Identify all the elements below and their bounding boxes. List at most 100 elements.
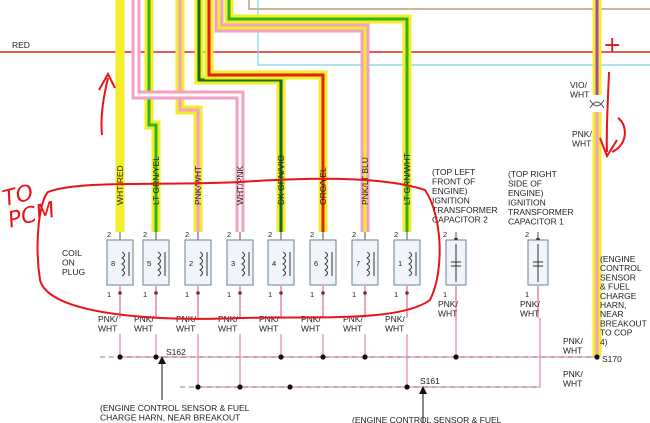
cap-pin-top: 2: [443, 230, 447, 239]
coil-pin-dot: [405, 291, 409, 295]
pnk-wht-s170-b: PNK/WHT: [563, 369, 583, 389]
coil-winding: [199, 251, 203, 277]
coil-bottom-label: PNK/WHT: [385, 314, 405, 334]
coil-wire-inner: [178, 0, 200, 232]
coil-pin-bottom: 1: [107, 290, 111, 299]
coil-bottom-label: PNK/WHT: [343, 314, 363, 334]
coil-wire-label: LT GRN/YEL: [151, 156, 161, 205]
coil-pin-dot: [321, 291, 325, 295]
s162-splice-dot: [362, 354, 368, 360]
coil-winding: [121, 251, 125, 277]
red-wire-label: RED: [12, 40, 30, 50]
coil-wire-3: [175, 0, 203, 232]
s162-splice-dot: [117, 354, 123, 360]
coil-pin-dot: [154, 291, 158, 295]
s161-splice-dot: [195, 384, 201, 390]
cap-bottom-label: PNK/WHT: [520, 299, 540, 319]
cap-pin-bottom: 1: [525, 290, 529, 299]
s161-arrow-head: [419, 386, 427, 394]
coil-pin-top: 2: [268, 230, 272, 239]
hand-loop-around-coils: [36, 177, 441, 320]
pnk-wht-s170-a: PNK/WHT: [563, 336, 583, 356]
coil-pin-top: 2: [352, 230, 356, 239]
coil-cylinder-number: 1: [398, 259, 402, 268]
coil-pin-dot: [363, 291, 367, 295]
s161-splice-dot: [237, 384, 243, 390]
bottom-harness-note-2: (ENGINE CONTROL SENSOR & FUEL: [352, 415, 502, 423]
coil-cylinder-number: 4: [272, 259, 276, 268]
hand-arrow-up: [98, 71, 116, 136]
s162-splice-dot: [320, 354, 326, 360]
coil-pin-dot: [279, 291, 283, 295]
coil-pin-bottom: 1: [268, 290, 272, 299]
coil-pin-dot: [118, 291, 122, 295]
coil-winding: [366, 251, 370, 277]
coil-pin-bottom: 1: [185, 290, 189, 299]
s161-splice-dot: [404, 384, 410, 390]
s162-bus: [119, 334, 597, 358]
coil-pin-top: 2: [185, 230, 189, 239]
hand-to-pcm-text: TOPCM: [0, 176, 58, 233]
coil-pin-bottom: 1: [394, 290, 398, 299]
coil-bottom-label: PNK/WHT: [301, 314, 321, 334]
coil-pin-top: 2: [143, 230, 147, 239]
coil-wire-6: [204, 0, 328, 232]
coil-winding: [408, 251, 412, 277]
coil-wire-inner: [134, 0, 242, 232]
cap-pin-bottom: 1: [443, 290, 447, 299]
coil-wire-inner: [217, 0, 367, 232]
coil-wire-label: PNK/WHT: [193, 166, 203, 205]
connector-arc: [589, 99, 605, 107]
coil-wire-4: [131, 0, 245, 232]
coil-wire-label: WHT/PNK: [235, 165, 245, 205]
coil-cylinder-number: 7: [356, 259, 360, 268]
s170-label: S170: [602, 354, 622, 364]
coil-wire-inner: [207, 0, 325, 232]
cap-pin-top: 2: [525, 230, 529, 239]
coil-cylinder-number: 6: [314, 259, 318, 268]
s162-splice-dot: [153, 354, 159, 360]
coil-pin-top: 2: [227, 230, 231, 239]
coil-bottom-label: PNK/WHT: [176, 314, 196, 334]
s161-bus: [197, 318, 541, 388]
coil-bottom-label: PNK/WHT: [98, 314, 118, 334]
coil-winding: [157, 251, 161, 277]
coil-wire-label: WHT/RED: [115, 165, 125, 205]
coil-wire-2: [144, 0, 161, 232]
coil-pin-top: 2: [107, 230, 111, 239]
handwritten-annotations: TOPCM +: [0, 33, 626, 320]
hand-plus-sign: +: [603, 33, 621, 58]
hand-arrow-down: [599, 71, 626, 159]
coil-wire-inner: [147, 0, 158, 232]
coil-winding: [324, 251, 328, 277]
coil-wire-inner: [227, 0, 409, 232]
s162-splice-dot: [278, 354, 284, 360]
coil-bottom-label: PNK/WHT: [134, 314, 154, 334]
coil-wire-label: LT GRN/WHT: [402, 153, 412, 205]
coil-bottom-label: PNK/WHT: [259, 314, 279, 334]
coil-pin-bottom: 1: [310, 290, 314, 299]
coil-wire-8: [224, 0, 412, 232]
coil-winding: [282, 251, 286, 277]
coil-pin-dot: [196, 291, 200, 295]
s162-label: S162: [166, 347, 186, 357]
coil-wire-5: [194, 0, 286, 232]
coil-wire-label: ORG/YEL: [318, 167, 328, 205]
s162-splice-dot: [453, 354, 459, 360]
s161-label: S161: [420, 376, 440, 386]
